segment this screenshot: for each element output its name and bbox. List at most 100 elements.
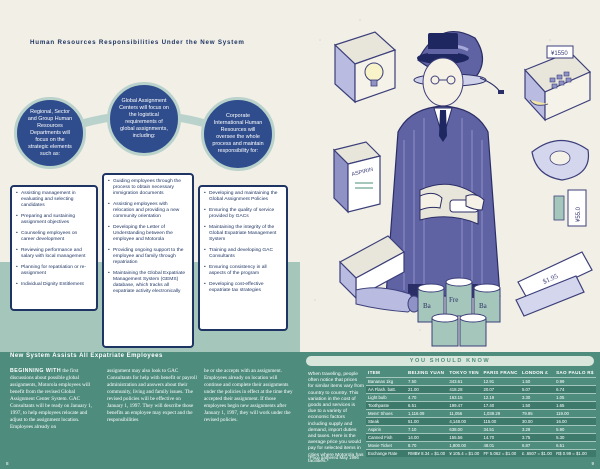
table-cell: 1.05	[554, 393, 596, 402]
table-cell: 1.50	[519, 377, 555, 386]
table-cell: 5.07	[519, 385, 555, 394]
table-cell: 51.00	[406, 417, 448, 426]
price-tag-1550: ¥1550	[551, 51, 568, 57]
table-row: Toothpaste 6.51 199.47 17.40 1.50 1.65	[366, 401, 596, 410]
table-cell: Toothpaste	[366, 401, 406, 410]
table-cell: Movie Ticket	[366, 441, 406, 450]
column-header: ITEM	[368, 370, 381, 375]
table-header-row: ITEM BEIJING YUAN TOKYO YEN PARIS FRANC …	[366, 369, 596, 378]
list-item: Reviewing performance and salary with lo…	[16, 248, 92, 260]
table-cell: 14.00	[406, 433, 448, 442]
table-cell: 12.19	[481, 393, 520, 402]
list-item: Developing cost-effective expatriate tax…	[204, 282, 282, 294]
table-cell: 155.56	[447, 433, 482, 442]
table-cell: 16.00	[554, 417, 596, 426]
list-item: Ensuring the quality of service provided…	[204, 208, 282, 220]
table-row: Movie Ticket 8.70 1,800.00 48.01 6.87 6.…	[366, 441, 596, 450]
table-cell: £ .6507 = $1.00	[519, 449, 555, 457]
aspirin-label: ASPIRIN	[351, 167, 374, 178]
table-row: Exchange Rate RMB¥ 8.34 = $1.00 ¥ 105.4 …	[366, 449, 596, 457]
body-text-columns: BEGINNING WITH the first discussions abo…	[10, 368, 294, 431]
toothpaste-icon	[339, 235, 421, 313]
table-cell: 1.50	[519, 401, 555, 410]
list-item: Assisting employees with relocation and …	[108, 202, 188, 220]
table-cell: ¥ 105.4 = $1.00	[447, 449, 482, 457]
source-note: *Price gathered May 1996	[308, 455, 359, 460]
movie-ticket-icon: $1.95	[515, 251, 593, 317]
teal-text-panel	[0, 352, 300, 469]
canned-fish-icon: Ba Fre Ba	[417, 277, 501, 347]
table-cell: 1,116.09	[406, 409, 448, 418]
table-cell: RMB¥ 8.34 = $1.00	[406, 449, 448, 457]
body-column-1: BEGINNING WITH the first discussions abo…	[10, 368, 92, 430]
page-heading: Human Resources Responsibilities Under t…	[30, 39, 245, 46]
table-row: Mens' Shoes 1,116.09 11,056 1,039.29 79.…	[366, 409, 596, 418]
table-cell: 5.30	[554, 433, 596, 442]
price-intro-text: When traveling, people often notice that…	[308, 372, 364, 464]
page-number: 9	[591, 461, 594, 466]
table-cell: 6.51	[406, 401, 448, 410]
you-should-know-heading: YOU SHOULD KNOW	[306, 356, 594, 366]
table-cell: 17.40	[481, 401, 520, 410]
table-cell: 48.01	[481, 441, 520, 450]
table-row: Aspirin 7.10 638.00 34.51 3.29 5.90	[366, 425, 596, 434]
table-cell: 8.70	[406, 441, 448, 450]
table-cell: AA Flash. batt.	[366, 385, 406, 394]
body-column-2: assignment may also look to GAC Consulta…	[107, 368, 197, 423]
table-cell: 79.95	[519, 409, 555, 418]
list-item: Planning for repatriation or re-assignme…	[16, 265, 92, 277]
list-item: Training and developing GAC Consultants	[204, 248, 282, 260]
table-cell: 12.91	[481, 377, 520, 386]
table-cell: 0.99	[554, 377, 596, 386]
list-item: Developing and maintaining the Global As…	[204, 191, 282, 203]
table-cell: 199.47	[447, 401, 482, 410]
table-cell: 14.70	[481, 433, 520, 442]
list-item: Preparing and sustaining assignment obje…	[16, 214, 92, 226]
price-tag-icon: ¥55.0	[553, 189, 587, 227]
table-cell: 6.51	[554, 441, 596, 450]
table-cell: FF 5.062 = $1.00	[481, 449, 520, 457]
table-cell: 7.10	[406, 425, 448, 434]
cash-register-icon: ¥1550	[523, 45, 592, 122]
table-row: Bananas 1kg 7.50 343.61 12.91 1.50 0.99	[366, 377, 596, 386]
list-item: Counseling employees on career developme…	[16, 231, 92, 243]
aspirin-box-icon: ASPIRIN	[332, 141, 382, 214]
responsibility-box-global-centers: Guiding employees through the process to…	[102, 173, 194, 348]
responsibility-box-corporate: Developing and maintaining the Global As…	[198, 185, 288, 331]
list-item: Developing the Letter of Understanding b…	[108, 225, 188, 243]
table-cell: 418.28	[447, 385, 482, 394]
table-cell: Aspirin	[366, 425, 406, 434]
steak-icon	[531, 139, 590, 181]
list-item: Maintaining the integrity of the Global …	[204, 225, 282, 243]
table-cell: 5.90	[554, 425, 596, 434]
price-comparison-table: ITEM BEIJING YUAN TOKYO YEN PARIS FRANC …	[366, 369, 596, 457]
table-row: Canned Fish 14.00 155.56 14.70 3.75 5.30	[366, 433, 596, 442]
column-header: BEIJING YUAN	[408, 370, 445, 375]
responsibility-box-regional: Assisting management in evaluating and s…	[10, 185, 98, 311]
circle-global-centers: Global Assignment Centers will focus on …	[107, 82, 181, 156]
table-cell: 11,056	[447, 409, 482, 418]
table-cell: Steak	[366, 417, 406, 426]
table-row: Steak 51.00 4,148.00 115.00 30.00 16.00	[366, 417, 596, 426]
column-header: TOKYO YEN	[449, 370, 479, 375]
page-number: 8	[6, 461, 9, 466]
table-cell: 163.15	[447, 393, 482, 402]
table-cell: 1,800.00	[447, 441, 482, 450]
right-page: ¥1550 ASPIRIN	[300, 0, 600, 469]
table-cell: 21.00	[406, 385, 448, 394]
table-cell: Mens' Shoes	[366, 409, 406, 418]
table-cell: 1.65	[554, 401, 596, 410]
list-item: Assisting management in evaluating and s…	[16, 191, 92, 209]
list-item: Maintaining the Global Expatriate Manage…	[108, 271, 188, 295]
circle-regional: Regional, Sector and Group Human Resourc…	[14, 97, 86, 169]
shopper-illustration: ¥1550 ASPIRIN	[314, 19, 593, 347]
table-cell: 34.51	[481, 425, 520, 434]
column-header: LONDON £	[521, 370, 549, 375]
businessman-figure	[385, 33, 501, 298]
table-cell: 20.07	[481, 385, 520, 394]
table-cell: Bananas 1kg	[366, 377, 406, 386]
column-header: SAO PAULO R$	[556, 370, 594, 375]
body-column-3: he or she accepts with an assignment. Em…	[204, 368, 293, 423]
list-item: Individual Dignity Entitlement	[16, 282, 92, 288]
svg-text:Fre: Fre	[449, 296, 458, 304]
